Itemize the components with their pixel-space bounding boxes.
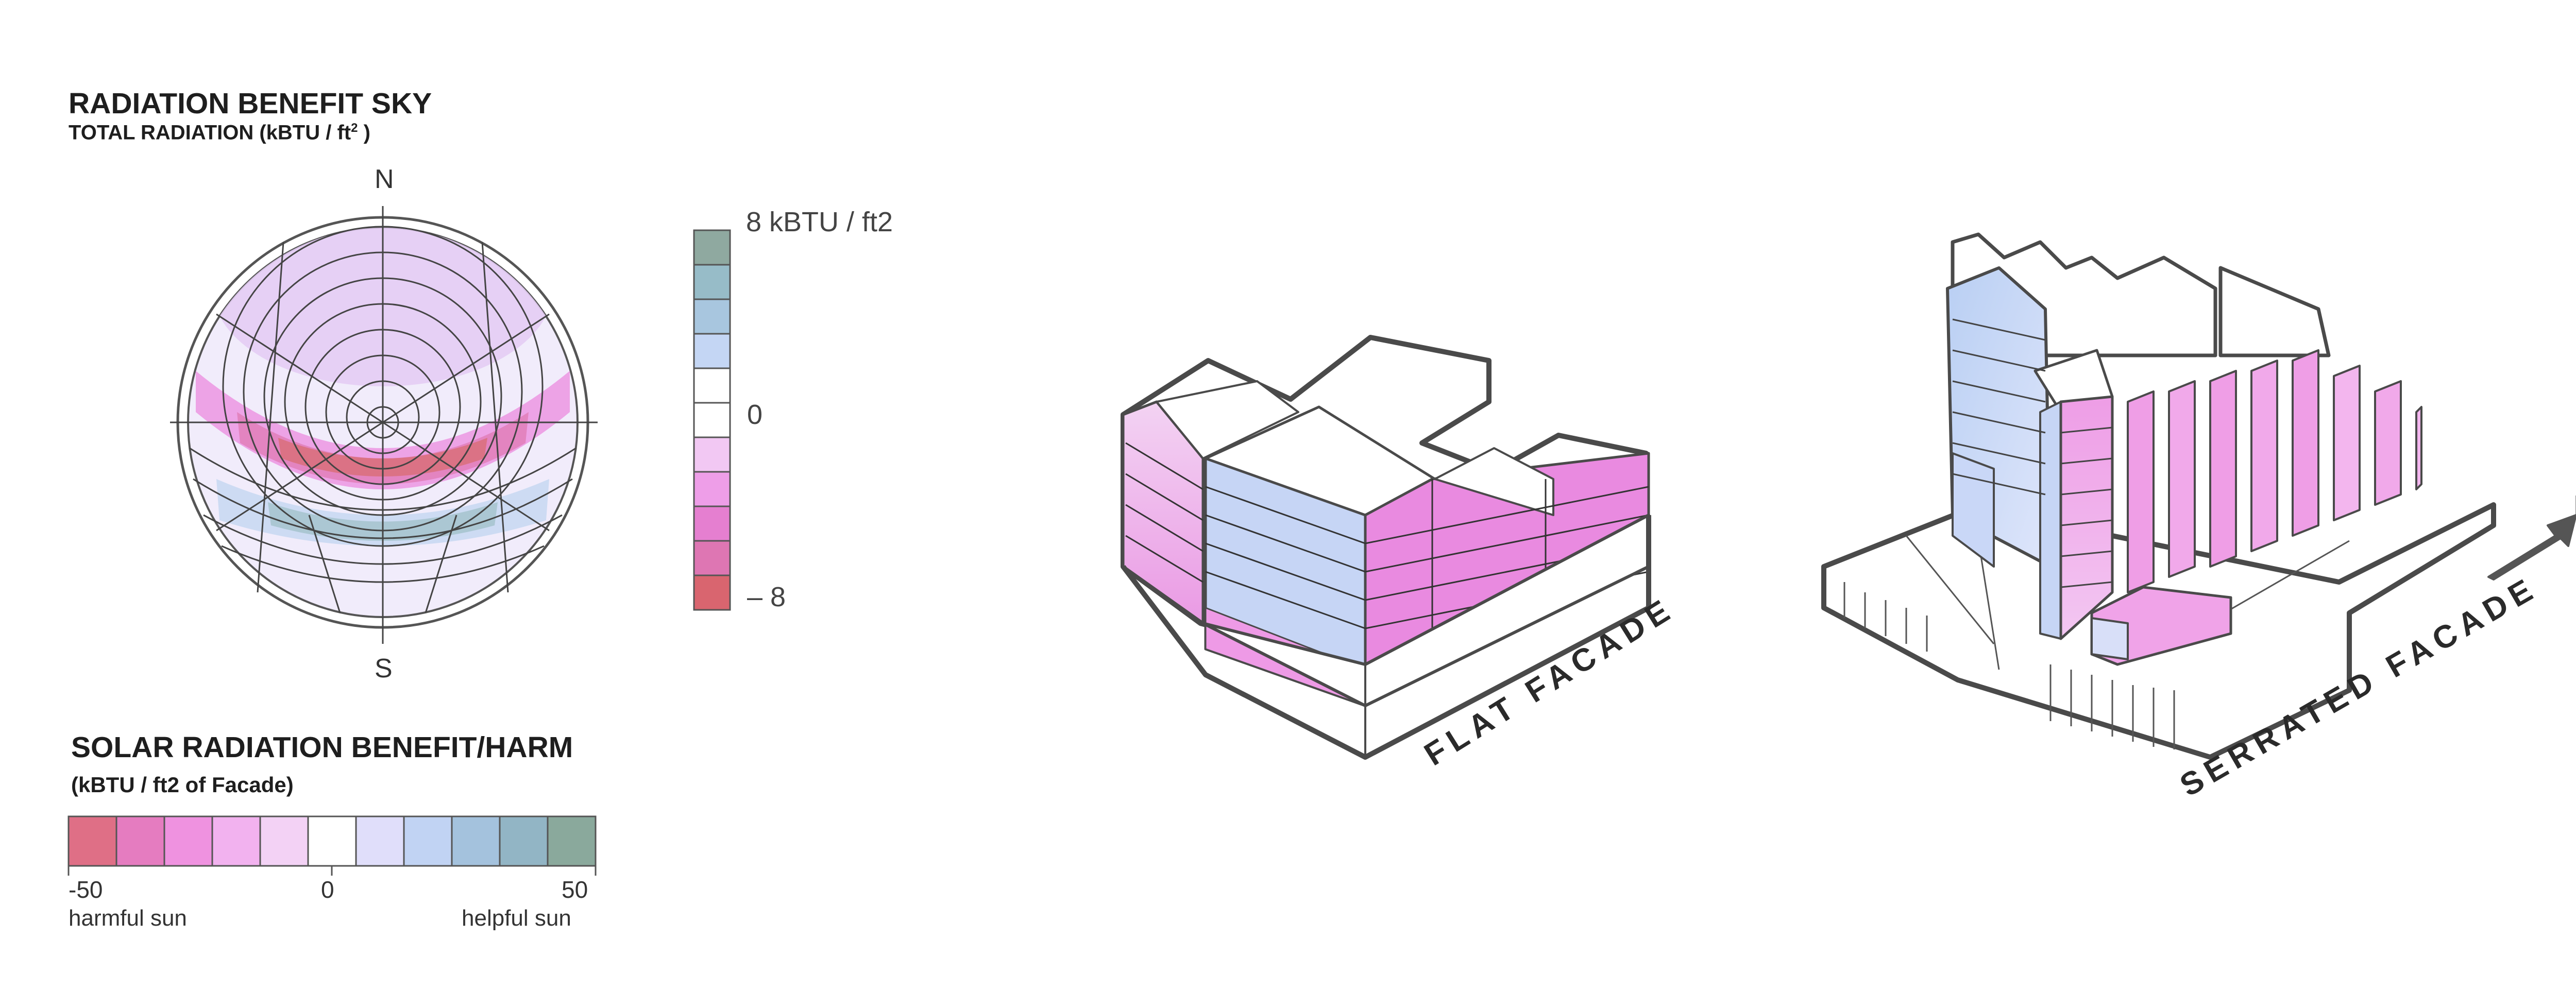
legend-max-label: 50 [562,876,588,903]
legend-title: SOLAR RADIATION BENEFIT/HARM [71,731,573,764]
sky-south-label: S [375,654,393,684]
legend-mid-label: 0 [321,876,334,903]
legend-bar [67,815,597,876]
north-arrow-icon [2487,514,2576,581]
serrated-facade-massing [1821,232,2576,760]
sky-dome [170,206,598,644]
north-arrow-label: N [2573,489,2576,521]
legend-harm-label: harmful sun [69,906,187,931]
sky-north-label: N [375,164,394,194]
flat-facade-massing [1121,335,1651,760]
legend-min-label: -50 [69,876,103,903]
sky-scale-bottom-label: – 8 [747,582,786,612]
legend-help-label: helpful sun [462,906,571,931]
sky-title: RADIATION BENEFIT SKY [69,87,432,120]
sky-scale-bar [693,229,731,611]
sky-subtitle: TOTAL RADIATION (kBTU / ft2 ) [69,121,370,144]
sky-scale-top-label: 8 kBTU / ft2 [746,207,893,237]
legend-subtitle: (kBTU / ft2 of Facade) [71,773,294,797]
sky-scale-mid-label: 0 [747,399,763,430]
